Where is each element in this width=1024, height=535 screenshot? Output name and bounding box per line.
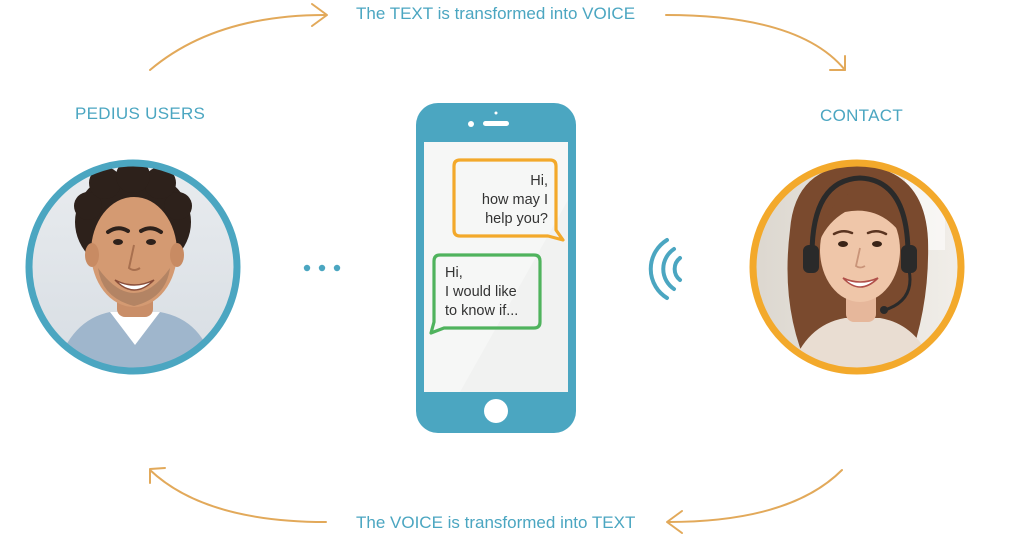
user-message-bubble: [429, 253, 542, 335]
sound-waves-icon: [648, 238, 682, 300]
user-avatar: [25, 159, 241, 375]
user-message-line: I would like: [445, 284, 517, 300]
caption-text-to-voice: The TEXT is transformed into VOICE: [356, 4, 636, 23]
curved-arrow-icon: [666, 469, 843, 534]
user-message-text: Hi, I would like to know if...: [445, 264, 541, 321]
smartphone: [416, 103, 576, 433]
contact-message-text: Hi, how may I help you?: [462, 172, 548, 229]
contact-avatar: [749, 159, 965, 375]
contact-message-line: Hi,: [530, 173, 548, 189]
caption-voice-to-text: The VOICE is transformed into TEXT: [356, 513, 636, 532]
contact-message-line: how may I: [481, 192, 548, 208]
dots-icon: [303, 264, 341, 272]
curved-arrow-icon: [149, 467, 327, 523]
label-contact: CONTACT: [820, 106, 903, 125]
contact-message-bubble: [452, 158, 565, 242]
curved-arrow-icon: [149, 3, 328, 71]
user-message-line: to know if...: [445, 303, 519, 319]
user-message-line: Hi,: [445, 265, 463, 281]
label-pedius-users: PEDIUS USERS: [75, 104, 206, 123]
contact-message-line: help you?: [485, 211, 548, 227]
curved-arrow-icon: [665, 14, 846, 71]
